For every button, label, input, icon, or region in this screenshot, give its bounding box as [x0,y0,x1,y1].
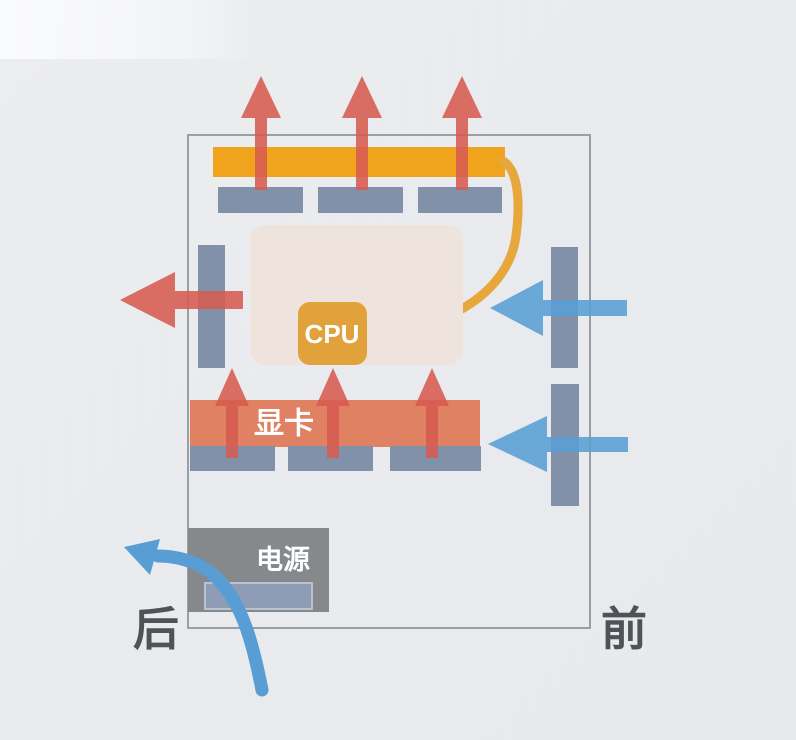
exhaust-arrow-top-3 [442,76,482,190]
gpu-label: 显卡 [254,408,314,441]
background-highlight-band [0,0,258,59]
gpu-heat-arrow-2 [316,368,350,458]
rear-label: 后 [133,603,179,655]
top-fan-3 [418,187,502,213]
case-outline [187,134,591,629]
psu-intake-curve [151,549,269,697]
gpu-heat-arrows [215,368,449,458]
psu-label: 电源 [256,545,310,575]
front-label: 前 [601,603,647,655]
exhaust-arrow-top-1 [241,76,281,190]
cpu-chip [298,302,367,365]
rear-exhaust-arrow [120,272,243,328]
cpu-label: CPU [305,319,360,349]
front-intake-arrow-bottom [488,416,628,472]
exhaust-arrow-top-2 [342,76,382,190]
front-intake-arrow-top [490,280,627,336]
psu-intake-arrowhead [124,539,160,575]
gpu-heat-arrow-1 [215,368,249,458]
top-fan-1 [218,187,303,213]
gpu-heat-arrow-3 [415,368,449,458]
top-fan-2 [318,187,403,213]
top-exhaust-arrows [241,76,482,190]
